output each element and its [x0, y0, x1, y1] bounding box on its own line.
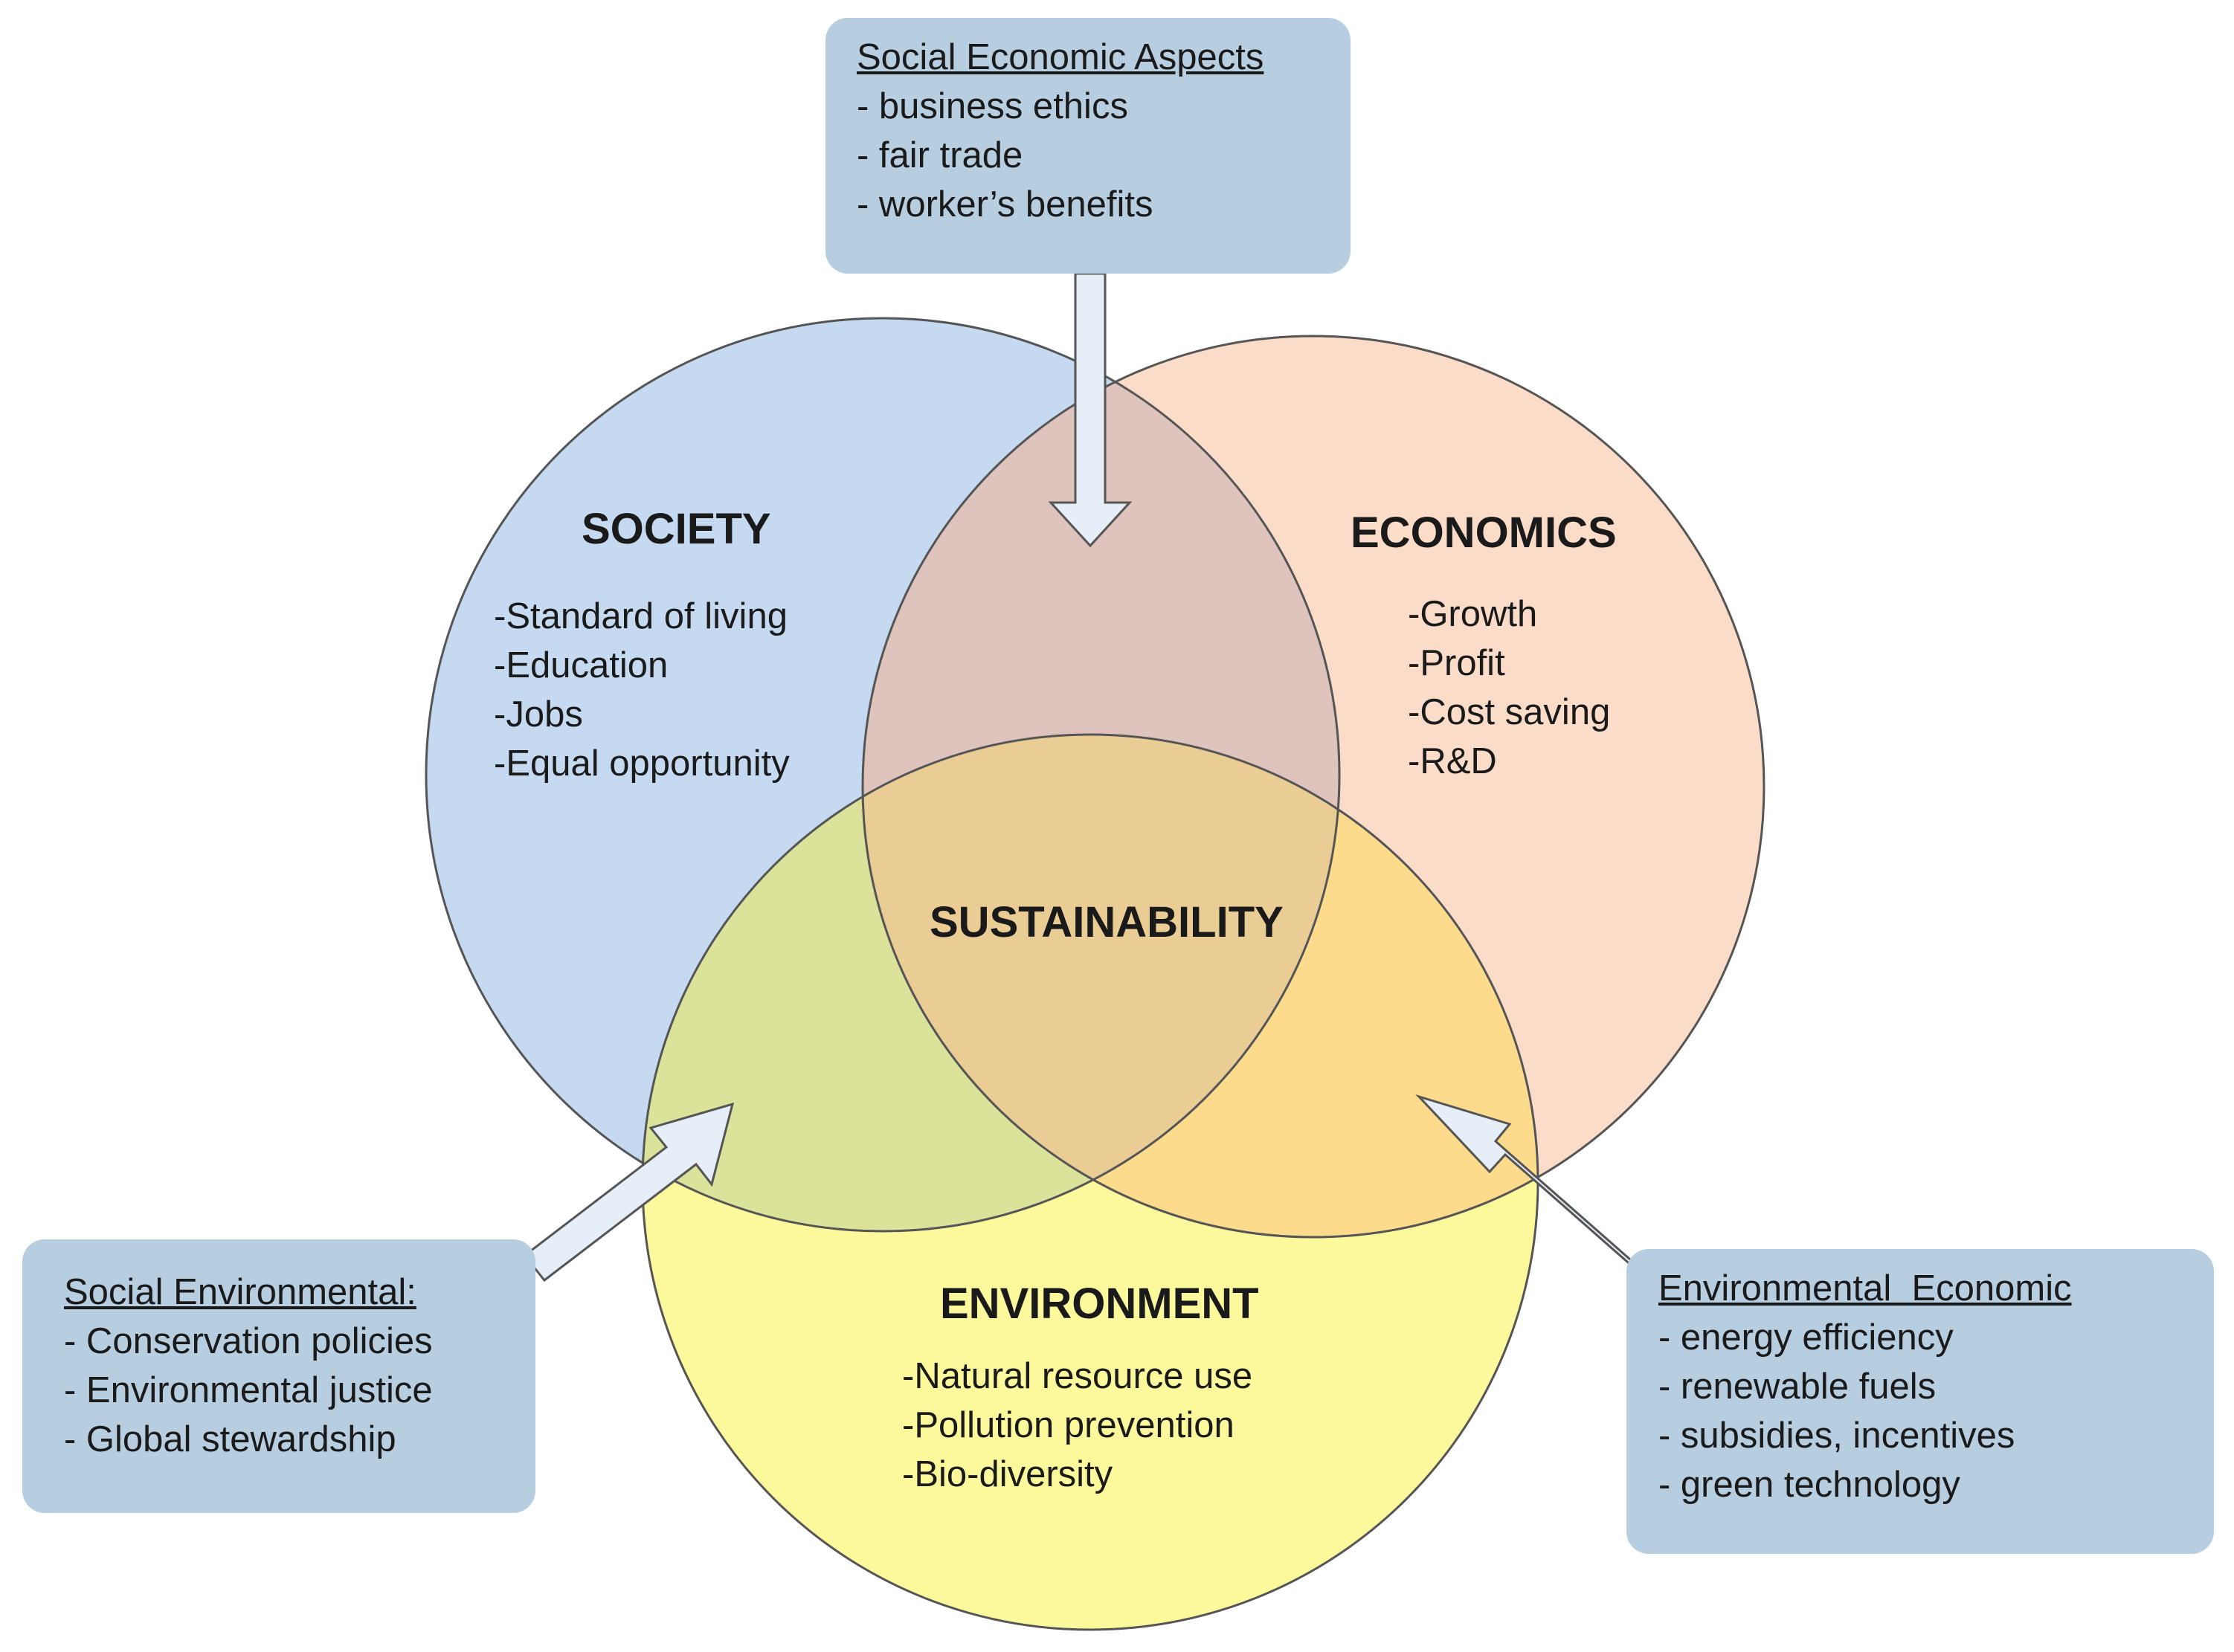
list-item: - business ethics	[857, 86, 1128, 126]
list-item: -Profit	[1408, 643, 1505, 683]
environmental-economic-items: - energy efficiency - renewable fuels - …	[1658, 1313, 2214, 1509]
list-item: - renewable fuels	[1658, 1367, 1937, 1407]
environmental-economic-box: Environmental Economic - energy efficien…	[1626, 1249, 2214, 1554]
list-item: - fair trade	[857, 135, 1023, 175]
list-item: - Environmental justice	[64, 1370, 433, 1410]
society-items: -Standard of living -Education -Jobs -Eq…	[494, 592, 790, 788]
list-item: - subsidies, incentives	[1658, 1416, 2015, 1456]
environmental-economic-title: Environmental Economic	[1658, 1268, 2072, 1309]
list-item: -Standard of living	[494, 596, 788, 636]
list-item: - green technology	[1658, 1465, 1960, 1505]
economics-title: ECONOMICS	[1351, 509, 1617, 557]
list-item: - energy efficiency	[1658, 1317, 1954, 1358]
list-item: -R&D	[1408, 741, 1497, 781]
list-item: -Natural resource use	[902, 1356, 1253, 1396]
list-item: -Bio-diversity	[902, 1454, 1113, 1494]
list-item: -Pollution prevention	[902, 1405, 1235, 1445]
list-item: - worker’s benefits	[857, 184, 1153, 225]
social-environmental-box: Social Environmental: - Conservation pol…	[22, 1239, 535, 1513]
list-item: -Jobs	[494, 694, 583, 735]
economics-items: -Growth -Profit -Cost saving -R&D	[1408, 590, 1610, 786]
environment-title: ENVIRONMENT	[940, 1280, 1259, 1328]
social-economic-items: - business ethics - fair trade - worker’…	[857, 82, 1351, 229]
list-item: -Cost saving	[1408, 692, 1611, 732]
social-economic-title: Social Economic Aspects	[857, 37, 1264, 77]
social-economic-box: Social Economic Aspects - business ethic…	[825, 18, 1351, 274]
list-item: -Growth	[1408, 594, 1538, 634]
social-environmental-items: - Conservation policies - Environmental …	[64, 1317, 535, 1464]
environment-items: -Natural resource use -Pollution prevent…	[902, 1352, 1252, 1499]
social-economic-arrow	[1048, 272, 1133, 548]
list-item: -Education	[494, 645, 669, 685]
environmental-economic-arrow	[1415, 1094, 1662, 1274]
list-item: - Global stewardship	[64, 1419, 396, 1459]
list-item: -Equal opportunity	[494, 743, 790, 784]
society-title: SOCIETY	[582, 505, 771, 553]
economics-circle-outline	[861, 335, 1765, 1239]
sustainability-title: SUSTAINABILITY	[930, 898, 1284, 946]
society-circle-outline	[425, 317, 1341, 1233]
list-item: - Conservation policies	[64, 1321, 433, 1361]
social-environmental-arrow	[511, 1102, 735, 1282]
social-environmental-title: Social Environmental:	[64, 1272, 416, 1312]
